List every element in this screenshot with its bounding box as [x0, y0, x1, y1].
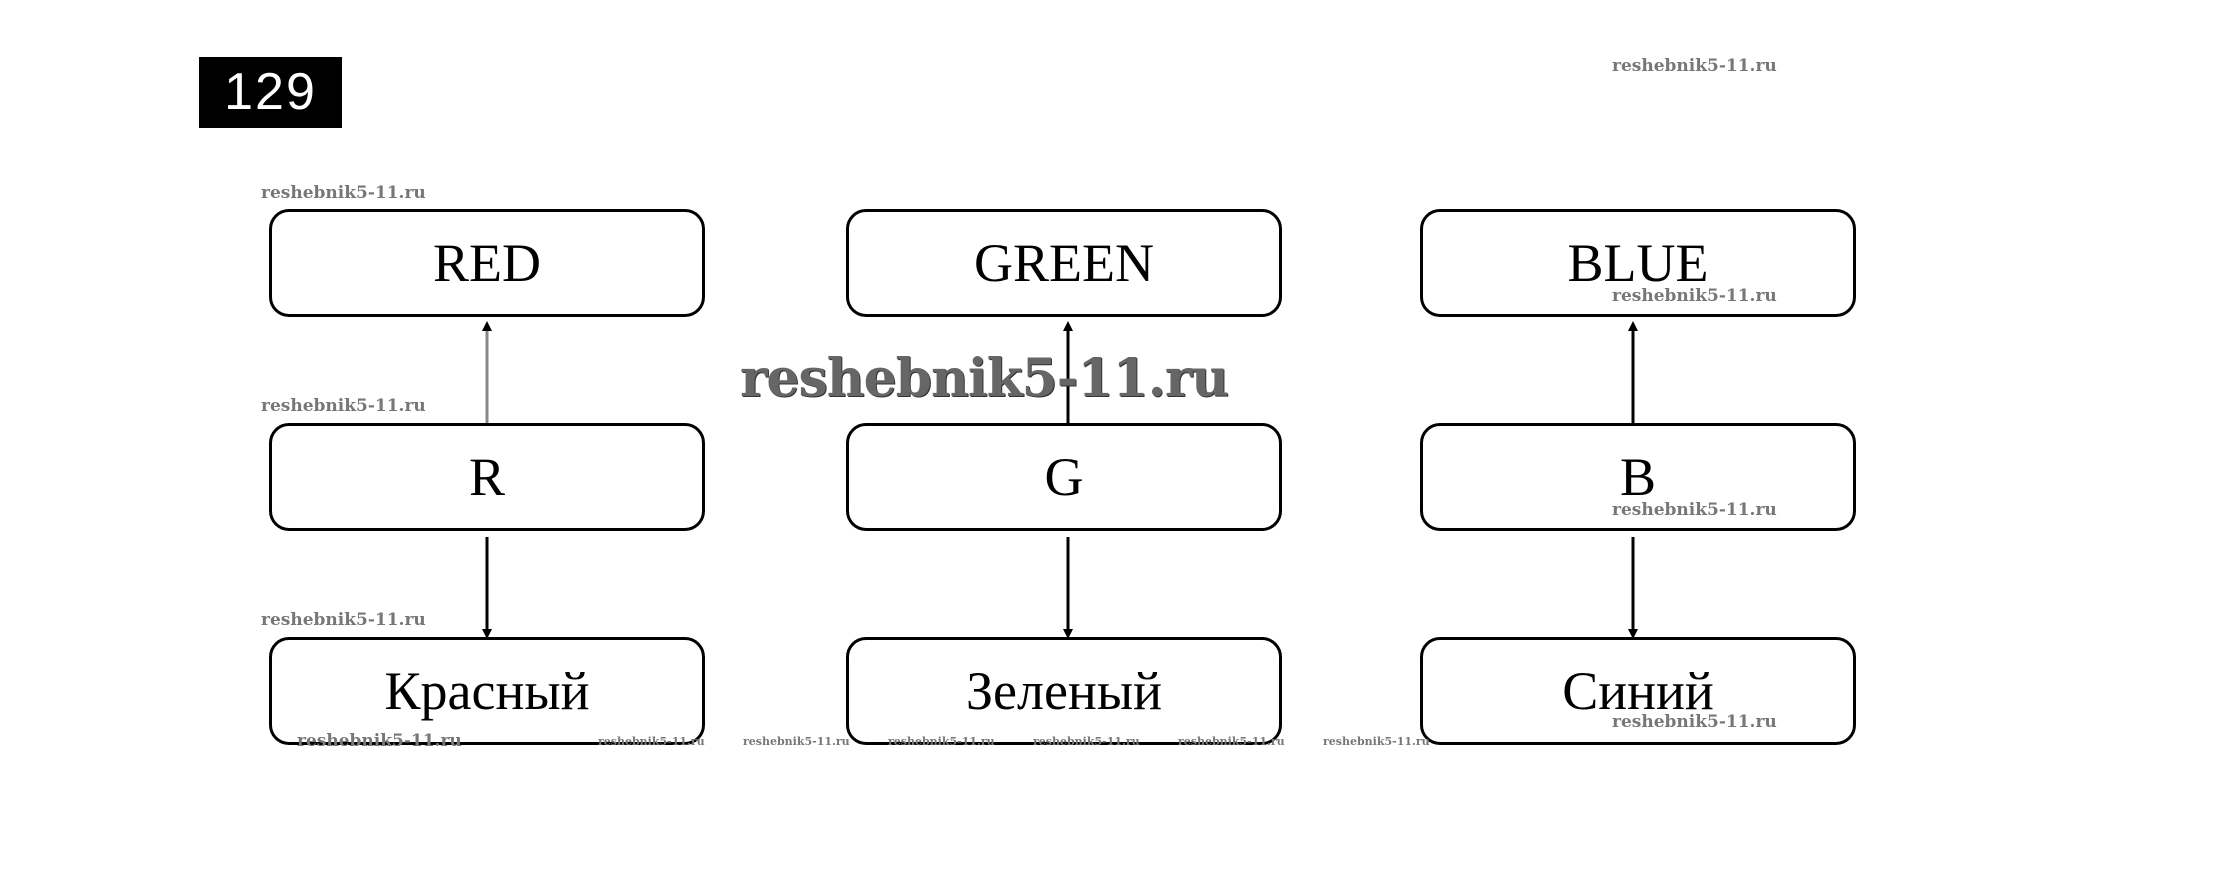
watermark: reshebnik5-11.ru — [1612, 500, 1777, 520]
watermark-large: reshebnik5-11.ru — [740, 348, 1229, 409]
box-g: G — [846, 423, 1282, 531]
box-blue: BLUE — [1420, 209, 1856, 317]
watermark: reshebnik5-11.ru — [1612, 56, 1777, 76]
task-number-badge: 129 — [199, 57, 342, 128]
watermark: reshebnik5-11.ru — [598, 735, 705, 748]
watermark: reshebnik5-11.ru — [888, 735, 995, 748]
watermark: reshebnik5-11.ru — [261, 610, 426, 630]
watermark: reshebnik5-11.ru — [1033, 735, 1140, 748]
watermark: reshebnik5-11.ru — [261, 396, 426, 416]
box-siniy: Синий — [1420, 637, 1856, 745]
box-zeleny: Зеленый — [846, 637, 1282, 745]
box-krasny: Красный — [269, 637, 705, 745]
watermark: reshebnik5-11.ru — [1178, 735, 1285, 748]
watermark: reshebnik5-11.ru — [1612, 712, 1777, 732]
box-b: B — [1420, 423, 1856, 531]
watermark: reshebnik5-11.ru — [1612, 286, 1777, 306]
box-green: GREEN — [846, 209, 1282, 317]
box-red: RED — [269, 209, 705, 317]
watermark: reshebnik5-11.ru — [261, 183, 426, 203]
box-r: R — [269, 423, 705, 531]
watermark: reshebnik5-11.ru — [1323, 735, 1430, 748]
watermark: reshebnik5-11.ru — [297, 731, 462, 751]
watermark: reshebnik5-11.ru — [743, 735, 850, 748]
